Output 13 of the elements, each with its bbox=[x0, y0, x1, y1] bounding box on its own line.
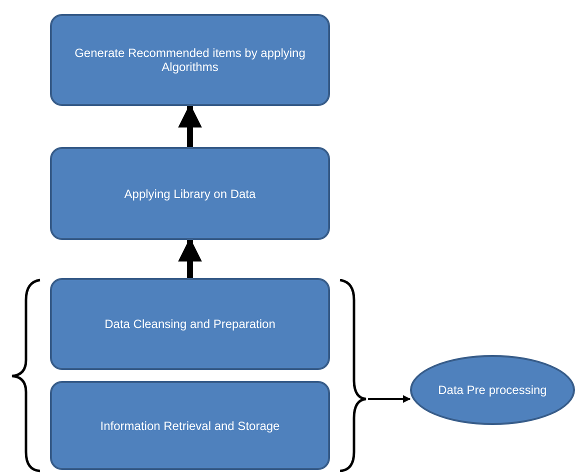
process-box bbox=[50, 381, 330, 470]
arrow bbox=[368, 395, 411, 403]
process-box bbox=[50, 14, 330, 106]
node-label: Generate Recommended items by applying Algorithms bbox=[74, 46, 306, 74]
node-label: Data Pre processing bbox=[438, 383, 547, 397]
arrow bbox=[178, 238, 202, 278]
node-label: Information Retrieval and Storage bbox=[100, 418, 280, 432]
arrow bbox=[178, 104, 202, 147]
process-box bbox=[50, 147, 330, 240]
node-label: Data Cleansing and Preparation bbox=[104, 317, 276, 331]
process-box bbox=[50, 278, 330, 370]
right-brace bbox=[338, 279, 368, 472]
node-label: Applying Library on Data bbox=[124, 186, 256, 200]
